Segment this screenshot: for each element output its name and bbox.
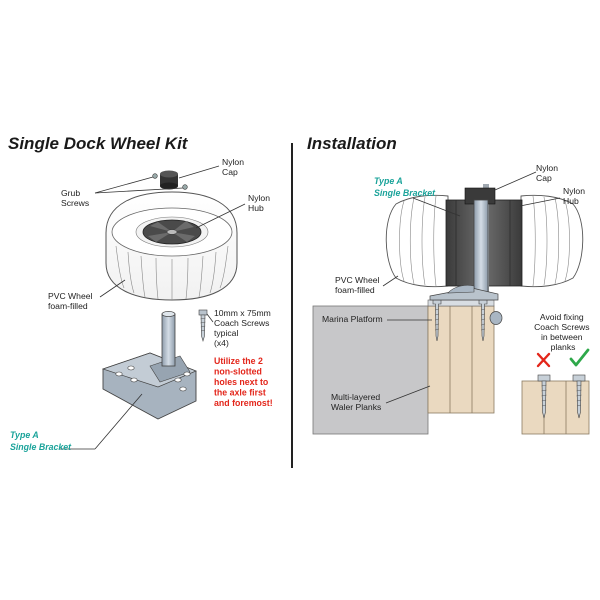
- label-coach-screws-l4: (x4): [214, 338, 229, 348]
- label-nylon-hub-r-l1: Nylon: [563, 186, 585, 196]
- installed-screws: [432, 299, 503, 342]
- label-coach-screws-l1: 10mm x 75mm: [214, 308, 271, 318]
- svg-text:Type A Single Bracket: Type A Single Bracket: [10, 430, 72, 452]
- svg-text:PVC Wheel foam-filled: PVC Wheel foam-filled: [335, 275, 382, 295]
- check-icon: [569, 348, 590, 367]
- label-nylon-hub-l1: Nylon: [248, 193, 270, 203]
- left-panel: Single Dock Wheel Kit: [8, 134, 273, 452]
- svg-text:Nylon Hub: Nylon Hub: [563, 186, 587, 206]
- label-bracket-l2: Single Bracket: [10, 442, 72, 452]
- svg-text:Multi-layered Waler Plan: Multi-layered Waler Planks: [331, 392, 383, 412]
- label-nylon-hub-r-l2: Hub: [563, 196, 579, 206]
- label-nylon-cap-r-l2: Cap: [536, 173, 552, 183]
- label-pvc-wheel-l2: foam-filled: [48, 301, 88, 311]
- correct-screw: [572, 374, 586, 419]
- grub-screw-icon: [152, 173, 158, 179]
- pvc-wheel-illustration: [105, 191, 238, 301]
- svg-text:Nylon Cap: Nylon Cap: [222, 157, 246, 177]
- label-bracket-r-l2: Single Bracket: [374, 188, 436, 198]
- label-pvc-wheel-l1: PVC Wheel: [48, 291, 93, 301]
- wrong-screw: [537, 374, 551, 419]
- nylon-cap-illustration: [160, 170, 178, 190]
- svg-text:Grub Screws: Grub Screws: [61, 188, 89, 208]
- svg-text:10mm x 75mm Coach Screws: 10mm x 75mm Coach Screws typical (x4): [214, 308, 273, 348]
- right-panel: Installation: [307, 134, 592, 435]
- right-title: Installation: [307, 134, 397, 153]
- leader-lines-right: [382, 171, 561, 404]
- avoid-note-l2: Coach Screws: [534, 322, 589, 332]
- warning-line-1: Utilize the 2: [214, 356, 263, 366]
- svg-text:Avoid fixing Coach Screw: Avoid fixing Coach Screws in between pla…: [534, 312, 592, 352]
- leader-lines-left: [60, 165, 246, 450]
- svg-text:PVC Wheel foam-filled: PVC Wheel foam-filled: [48, 291, 95, 311]
- svg-text:Nylon Hub: Nylon Hub: [248, 193, 272, 213]
- label-nylon-cap-r-l1: Nylon: [536, 163, 558, 173]
- installed-bracket: [429, 199, 499, 301]
- label-bracket-r-l1: Type A: [374, 176, 402, 186]
- label-waler-planks-l2: Waler Planks: [331, 402, 381, 412]
- label-marina-platform: Marina Platform: [322, 314, 383, 324]
- avoid-note-l1: Avoid fixing: [540, 312, 584, 322]
- grub-screw-icon: [182, 184, 188, 190]
- avoid-note-l4: planks: [551, 342, 576, 352]
- warning-text: Utilize the 2 non-slotted holes next to …: [214, 356, 273, 408]
- label-waler-planks-l1: Multi-layered: [331, 392, 380, 402]
- label-pvc-wheel-r-l1: PVC Wheel: [335, 275, 380, 285]
- label-grub-screws-l2: Screws: [61, 198, 89, 208]
- label-pvc-wheel-r-l2: foam-filled: [335, 285, 375, 295]
- marina-platform: [312, 305, 429, 435]
- label-grub-screws-l1: Grub: [61, 188, 80, 198]
- warning-line-5: and foremost!: [214, 398, 273, 408]
- label-coach-screws-l3: typical: [214, 328, 238, 338]
- label-coach-screws-l2: Coach Screws: [214, 318, 269, 328]
- warning-line-3: holes next to: [214, 377, 269, 387]
- label-nylon-cap-l1: Nylon: [222, 157, 244, 167]
- label-bracket-l1: Type A: [10, 430, 38, 440]
- label-nylon-hub-l2: Hub: [248, 203, 264, 213]
- svg-text:Type A Single Bracket: Type A Single Bracket: [374, 176, 436, 198]
- warning-line-2: non-slotted: [214, 367, 262, 377]
- warning-line-4: the axle first: [214, 388, 266, 398]
- left-title: Single Dock Wheel Kit: [8, 134, 189, 153]
- bracket-illustration: [101, 311, 197, 420]
- coach-screw-illustration: [198, 309, 208, 343]
- cross-icon: [536, 352, 551, 368]
- avoid-note-l3: in between: [541, 332, 583, 342]
- label-nylon-cap-l2: Cap: [222, 167, 238, 177]
- avoid-detail: [521, 348, 590, 435]
- svg-text:Nylon Cap: Nylon Cap: [536, 163, 560, 183]
